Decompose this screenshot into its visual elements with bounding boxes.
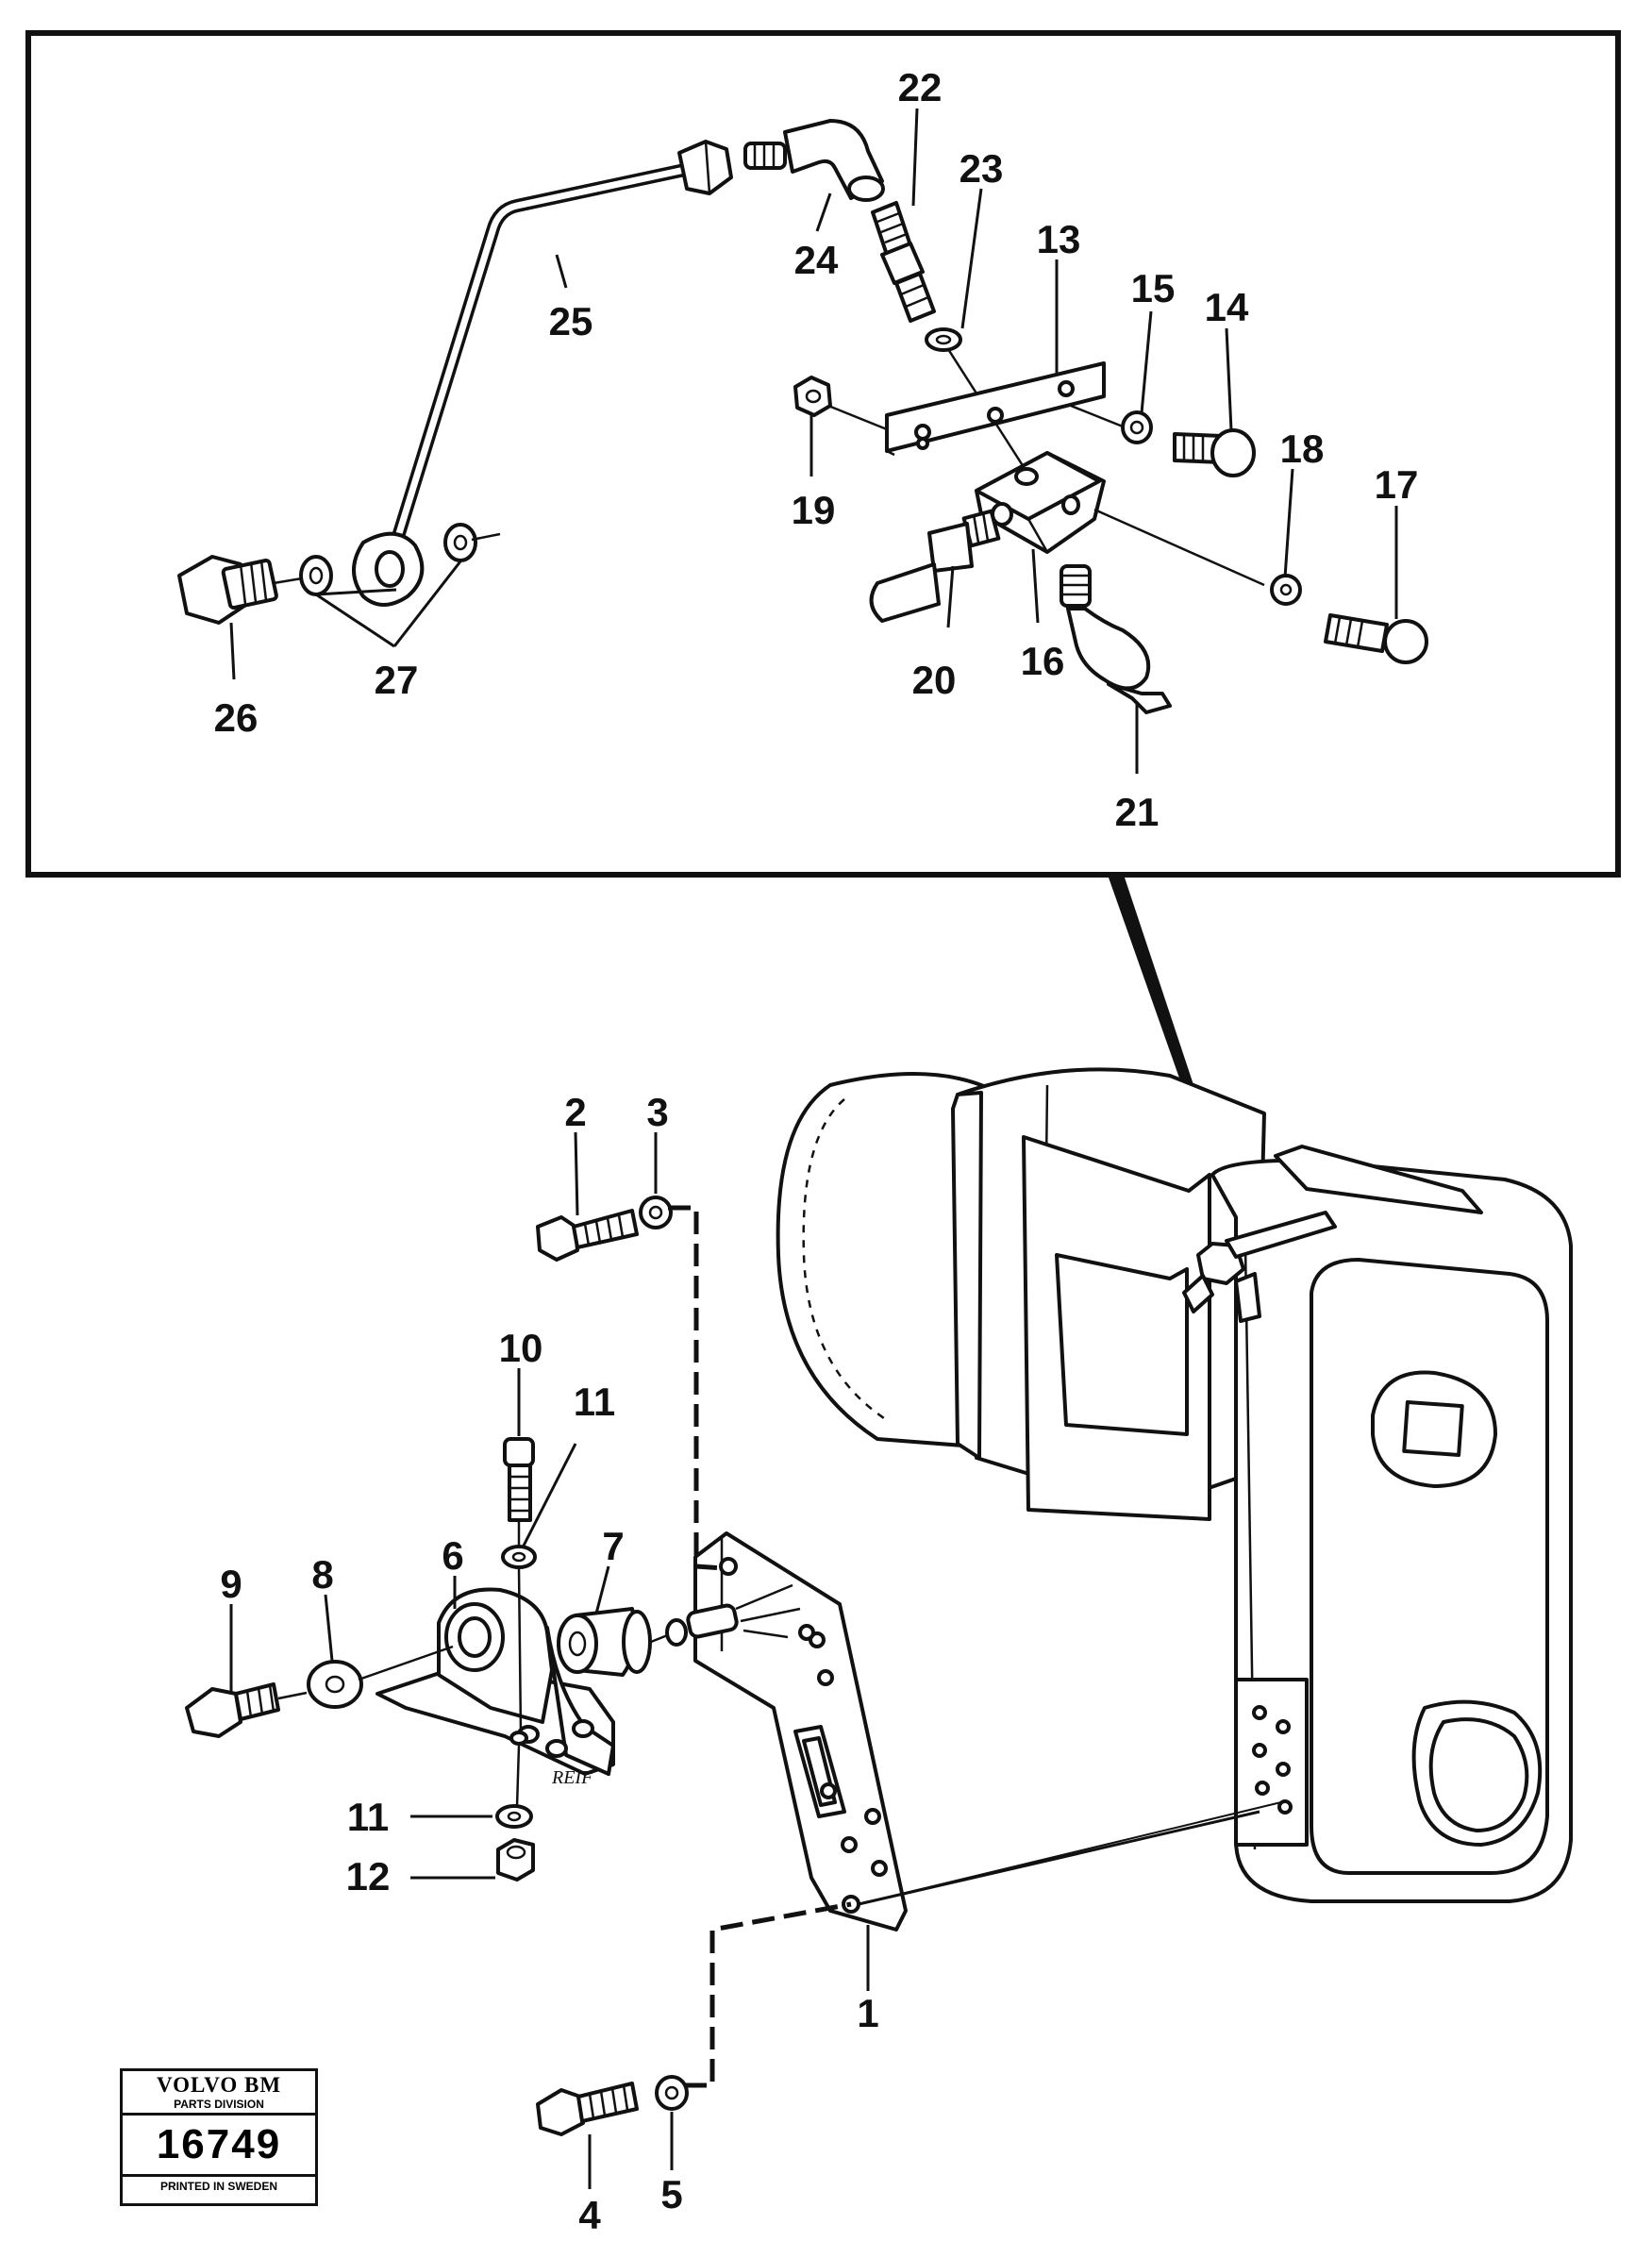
logo-division: PARTS DIVISION bbox=[123, 2098, 315, 2116]
plate bbox=[885, 361, 1106, 457]
callout-14: 14 bbox=[1205, 285, 1249, 329]
bolt bbox=[536, 1209, 639, 1262]
bolt bbox=[1324, 613, 1428, 664]
washer bbox=[307, 1660, 363, 1709]
nut bbox=[496, 1838, 535, 1882]
callout-26: 26 bbox=[214, 695, 259, 740]
nipple bbox=[743, 142, 787, 170]
callout-27: 27 bbox=[375, 658, 419, 702]
detail-inset-frame bbox=[25, 30, 1621, 878]
callout-24: 24 bbox=[794, 238, 839, 282]
transmission-housing bbox=[776, 1067, 1573, 1903]
callout-13: 13 bbox=[1037, 217, 1081, 261]
callout-19: 19 bbox=[792, 488, 836, 532]
logo-brand: VOLVO BM bbox=[156, 2073, 282, 2097]
union-nut bbox=[677, 140, 733, 195]
callout-17: 17 bbox=[1375, 462, 1419, 507]
callout-3: 3 bbox=[646, 1090, 668, 1134]
illustration-number: 16749 bbox=[123, 2116, 315, 2177]
washer bbox=[495, 1804, 533, 1829]
callout-22: 22 bbox=[898, 65, 943, 109]
washer bbox=[639, 1196, 673, 1229]
bracket-marking: REIF bbox=[551, 1767, 593, 1788]
callout-23: 23 bbox=[959, 146, 1004, 191]
callout-6: 6 bbox=[442, 1533, 463, 1578]
callout-18: 18 bbox=[1280, 427, 1325, 471]
elbow bbox=[783, 119, 885, 202]
callout-9: 9 bbox=[220, 1562, 242, 1606]
washer bbox=[501, 1545, 537, 1569]
callout-12: 12 bbox=[346, 1854, 391, 1898]
washer bbox=[655, 2075, 689, 2111]
callout-5: 5 bbox=[660, 2172, 682, 2216]
callout-8: 8 bbox=[311, 1552, 333, 1597]
washer bbox=[925, 327, 962, 352]
washer bbox=[1270, 574, 1302, 606]
callout-1: 1 bbox=[857, 1991, 878, 2035]
bolt bbox=[1070, 404, 1256, 477]
callout-10: 10 bbox=[499, 1326, 543, 1370]
callout-7: 7 bbox=[602, 1524, 624, 1568]
block bbox=[975, 451, 1265, 587]
bolt bbox=[503, 1437, 535, 1522]
printed-in: PRINTED IN SWEDEN bbox=[159, 2180, 277, 2193]
fitting bbox=[869, 509, 1001, 623]
callout-21: 21 bbox=[1115, 790, 1160, 834]
sealing-washer bbox=[443, 523, 477, 562]
callout-15: 15 bbox=[1131, 266, 1176, 310]
callout-20: 20 bbox=[912, 658, 957, 702]
mounting-bracket bbox=[375, 1587, 615, 1776]
washer bbox=[665, 1618, 688, 1647]
parts-division-logo: VOLVO BM PARTS DIVISION 16749 PRINTED IN… bbox=[120, 2068, 318, 2206]
callout-25: 25 bbox=[549, 299, 593, 343]
banjo-fitting bbox=[352, 531, 425, 607]
bolt bbox=[185, 1682, 280, 1738]
rubber-bushing bbox=[557, 1607, 652, 1677]
callout-4: 4 bbox=[578, 2193, 601, 2237]
callout-11a: 11 bbox=[574, 1380, 615, 1424]
bolt bbox=[536, 2082, 639, 2136]
sealing-washer bbox=[299, 555, 333, 596]
bracket bbox=[686, 1531, 908, 1932]
washer bbox=[1121, 410, 1153, 444]
callout-16: 16 bbox=[1021, 639, 1065, 683]
sensor bbox=[1060, 564, 1172, 714]
callout-11b: 11 bbox=[347, 1795, 389, 1839]
nut bbox=[793, 376, 888, 431]
callout-2: 2 bbox=[564, 1090, 586, 1134]
banjo-bolt bbox=[177, 555, 278, 625]
pipe bbox=[390, 161, 695, 545]
adapter bbox=[871, 201, 936, 323]
